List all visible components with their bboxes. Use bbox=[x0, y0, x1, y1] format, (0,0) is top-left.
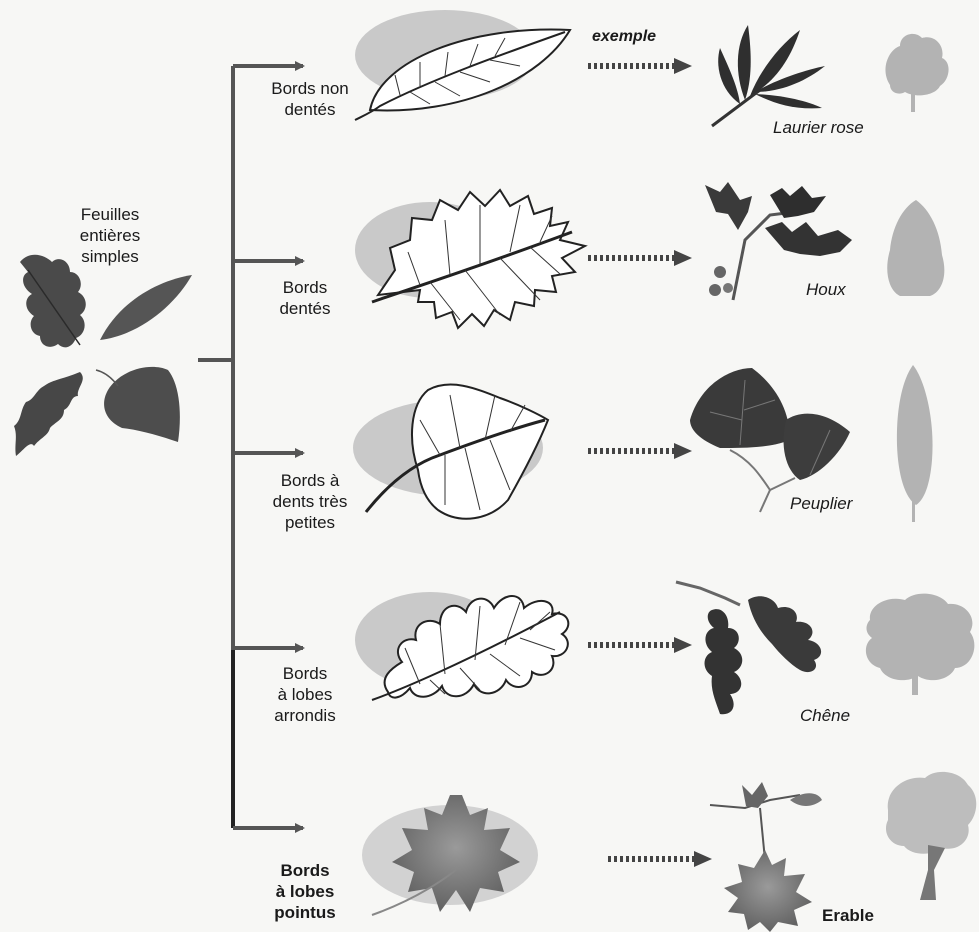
root-label-line: simples bbox=[60, 246, 160, 267]
peuplier-tree-silhouette bbox=[897, 365, 933, 522]
branch-label-line: pointus bbox=[255, 902, 355, 923]
houx-tree-silhouette bbox=[887, 200, 944, 296]
chene-icon bbox=[676, 582, 821, 714]
branch-label-3: Bords à dents très petites bbox=[255, 470, 365, 533]
branch-label-line: à lobes bbox=[255, 881, 355, 902]
branch-label-5: Bords à lobes pointus bbox=[255, 860, 355, 923]
branch-label-line: Bords bbox=[255, 277, 355, 298]
erable-icon bbox=[710, 782, 822, 932]
oak-leaf-icon bbox=[20, 255, 86, 348]
example-name-erable: Erable bbox=[822, 906, 874, 926]
branch-label-line: petites bbox=[255, 512, 365, 533]
example-name-peuplier: Peuplier bbox=[790, 494, 852, 514]
branch-label-line: dentés bbox=[255, 298, 355, 319]
laurier-rose-icon bbox=[712, 25, 825, 126]
laurier-tree-silhouette bbox=[885, 34, 948, 112]
root-leaves-illustration bbox=[14, 255, 192, 456]
branch-label-line: dents très bbox=[255, 491, 365, 512]
holly-leaf-icon bbox=[14, 372, 83, 456]
dotted-arrowheads bbox=[674, 58, 712, 867]
branch-label-line: dentés bbox=[255, 99, 365, 120]
branch-label-2: Bords dentés bbox=[255, 277, 355, 319]
root-label-line: entières bbox=[60, 225, 160, 246]
root-label: Feuilles entières simples bbox=[60, 204, 160, 267]
branch-label-line: Bords bbox=[255, 860, 355, 881]
branch-label-line: arrondis bbox=[255, 705, 355, 726]
peuplier-icon bbox=[690, 368, 850, 512]
example-name-laurier: Laurier rose bbox=[773, 118, 864, 138]
root-label-line: Feuilles bbox=[60, 204, 160, 225]
erable-tree-silhouette bbox=[886, 772, 976, 900]
branch-label-line: à lobes bbox=[255, 684, 355, 705]
branch-label-4: Bords à lobes arrondis bbox=[255, 663, 355, 726]
branch-label-line: Bords non bbox=[255, 78, 365, 99]
row-5-illustrations bbox=[362, 772, 976, 932]
exemple-label: exemple bbox=[592, 28, 656, 46]
branch-label-line: Bords à bbox=[255, 470, 365, 491]
dotted-arrows bbox=[588, 66, 696, 859]
fine-toothed-leaf-icon bbox=[412, 385, 548, 519]
branch-label-line: Bords bbox=[255, 663, 355, 684]
example-name-chene: Chêne bbox=[800, 706, 850, 726]
narrow-leaf-icon bbox=[100, 275, 192, 340]
example-name-houx: Houx bbox=[806, 280, 846, 300]
heart-leaf-icon bbox=[104, 367, 180, 442]
branch-label-1: Bords non dentés bbox=[255, 78, 365, 120]
chene-tree-silhouette bbox=[866, 594, 974, 695]
row-4-illustrations bbox=[355, 582, 974, 714]
